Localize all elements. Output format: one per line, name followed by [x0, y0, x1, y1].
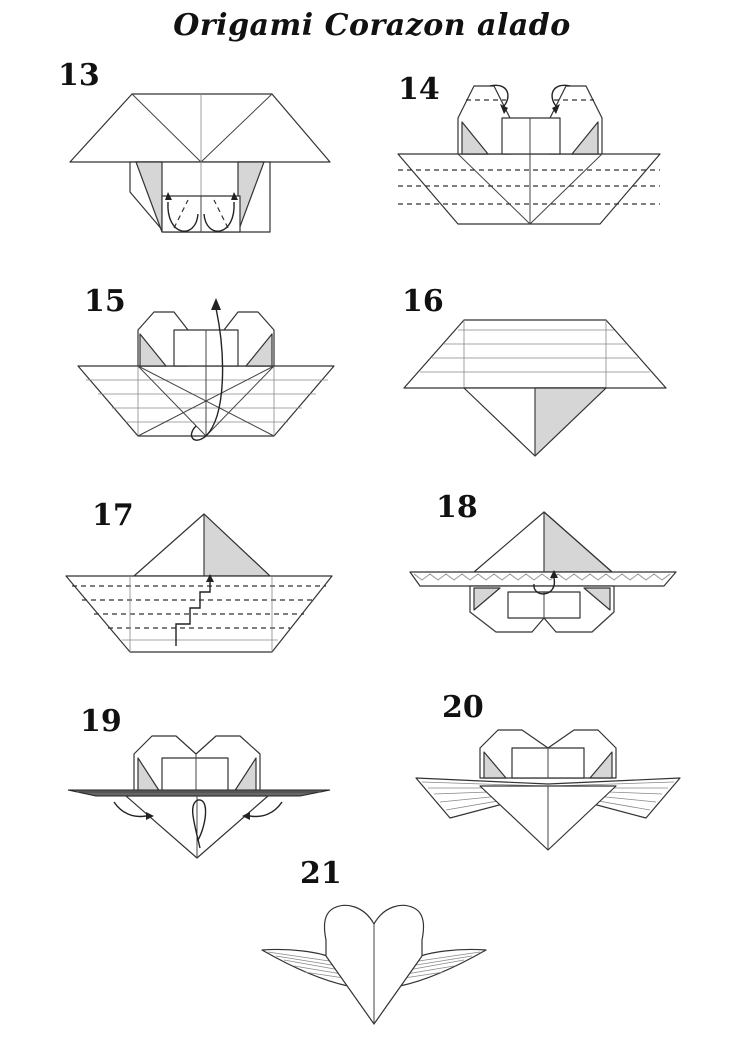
step-19-number: 19 [80, 704, 122, 739]
step-16-number: 16 [402, 284, 444, 319]
step-18-number: 18 [436, 490, 478, 525]
step-14-number: 14 [398, 72, 440, 107]
step-18-diagram [408, 508, 680, 638]
step-14-diagram [396, 78, 664, 228]
step-21-diagram [260, 900, 488, 1026]
step-13-number: 13 [58, 58, 100, 93]
step-17-number: 17 [92, 498, 134, 533]
step-19-diagram [66, 730, 334, 862]
step-15-diagram [76, 296, 338, 446]
step-16-diagram [400, 318, 670, 458]
step-20-diagram [414, 726, 682, 856]
step-15-number: 15 [84, 284, 126, 319]
step-21-number: 21 [300, 856, 342, 891]
step-20-number: 20 [442, 690, 484, 725]
step-13-diagram [66, 92, 334, 242]
step-17-diagram [64, 512, 336, 662]
page-title: Origami Corazon alado [173, 8, 571, 43]
